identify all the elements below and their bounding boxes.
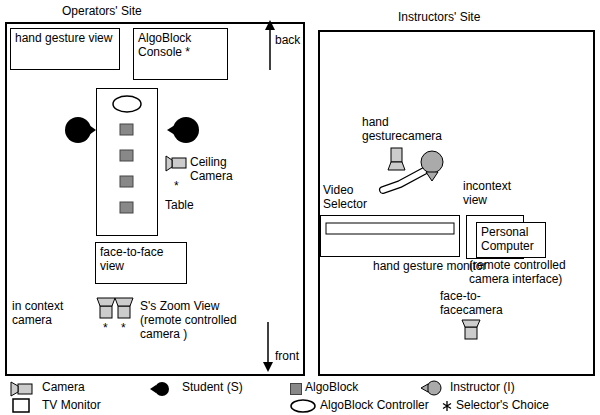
legend-text: Student (S)	[182, 381, 243, 395]
legend-symbol	[148, 381, 178, 397]
selector-monitor-box: Video Selectorhand gesture monitor	[320, 215, 460, 257]
node-text: face-to-face view	[96, 243, 186, 277]
student-symbol	[65, 117, 199, 143]
legend-text: Selector's Choice	[456, 399, 549, 413]
legend-symbol	[288, 398, 318, 414]
selector-asterisk: *	[103, 322, 113, 336]
algoblock-controller	[113, 96, 141, 112]
computer-box: Personal Computer(remote controlled came…	[476, 222, 546, 258]
node-text: Operators' Site	[62, 5, 192, 19]
legend-symbol	[12, 398, 42, 414]
legend-text: Instructor (I)	[450, 381, 515, 395]
table-box: Table	[96, 88, 158, 236]
node-text: incontext view	[463, 180, 523, 208]
legend-symbol	[8, 381, 38, 397]
node-text: hand gesture view	[11, 29, 119, 49]
annotation-label: hand gesturecamera	[362, 116, 442, 144]
annotation-label: S's Zoom View (remote controlled camera …	[140, 300, 262, 341]
selector-asterisk: *	[121, 322, 131, 336]
annotation-label: in context camera	[12, 300, 87, 328]
direction-arrow	[263, 20, 275, 372]
node-text: Table	[165, 199, 210, 213]
site-region: Instructors' SiteVideo Selectorhand gest…	[318, 30, 595, 376]
selector-asterisk: *	[174, 180, 184, 194]
monitor-box: hand gesture view	[10, 28, 120, 70]
selector-strip	[326, 223, 454, 234]
annotation-label: front	[275, 350, 305, 364]
instructor-symbol	[383, 151, 443, 190]
node-text: Instructors' Site	[398, 11, 538, 25]
annotation-label: Ceiling Camera	[190, 156, 242, 184]
algoblock-symbol	[120, 124, 133, 213]
node-text: AlgoBlock Console *	[134, 29, 227, 63]
legend-text: Camera	[42, 381, 85, 395]
legend-symbol	[418, 380, 448, 396]
node-text: (remote controlled camera interface)	[469, 259, 594, 287]
annotation-label: back	[275, 34, 305, 48]
node-text: Personal Computer	[481, 226, 543, 254]
legend-text: AlgoBlock	[305, 381, 358, 395]
legend-text: AlgoBlock Controller	[320, 399, 429, 413]
monitor-box: face-to-face view	[95, 242, 187, 284]
node-text: Video Selector	[323, 184, 381, 212]
annotation-label: face-to-facecamera	[440, 290, 512, 318]
console-box: AlgoBlock Console *	[133, 28, 228, 80]
legend-text: TV Monitor	[42, 399, 101, 413]
legend-swatch	[290, 383, 302, 395]
